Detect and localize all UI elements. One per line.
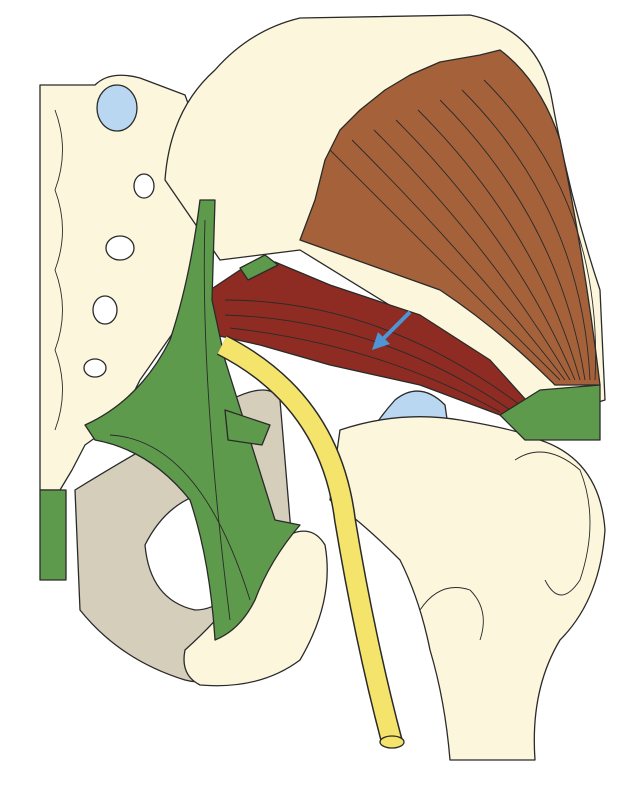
sacrum-contour xyxy=(54,109,63,431)
femur-neck-contour xyxy=(419,587,484,641)
ligament-upper xyxy=(239,254,279,281)
sacral-articular-blue xyxy=(96,84,138,132)
piriformis-fiber xyxy=(224,314,511,411)
piriformis-fiber xyxy=(224,299,521,406)
sacral-foramen xyxy=(133,173,155,199)
sciatic-nerve-end xyxy=(379,735,405,749)
coccyx-ligament xyxy=(39,489,67,581)
sacrum xyxy=(39,74,206,491)
gluteus-muscle xyxy=(299,49,601,386)
ligament-at-trochanter xyxy=(499,384,601,441)
femur-trochanter-contour xyxy=(514,451,591,596)
piriformis-fiber xyxy=(229,327,501,413)
sacrotuberous-ligament xyxy=(84,199,301,641)
femur xyxy=(329,416,606,761)
gluteus-fiber xyxy=(351,139,566,381)
ligament-fiber xyxy=(203,219,231,621)
sacral-foramen xyxy=(92,295,118,325)
ligament-fiber xyxy=(109,434,251,601)
sacrospinous-ligament xyxy=(224,409,271,446)
gluteus-fiber xyxy=(483,79,597,381)
direction-arrow-icon xyxy=(372,310,412,350)
gluteus-fiber xyxy=(461,89,591,381)
sacral-foramen xyxy=(105,235,135,261)
gluteus-fiber xyxy=(439,99,586,381)
gluteus-fiber xyxy=(395,119,576,381)
sacral-foramen xyxy=(83,358,107,378)
gluteus-fibers xyxy=(329,79,597,381)
gluteus-fiber xyxy=(373,129,571,381)
gluteus-fiber xyxy=(417,109,581,381)
sciatic-nerve-fill xyxy=(217,336,402,745)
gluteus-fiber xyxy=(329,149,561,381)
